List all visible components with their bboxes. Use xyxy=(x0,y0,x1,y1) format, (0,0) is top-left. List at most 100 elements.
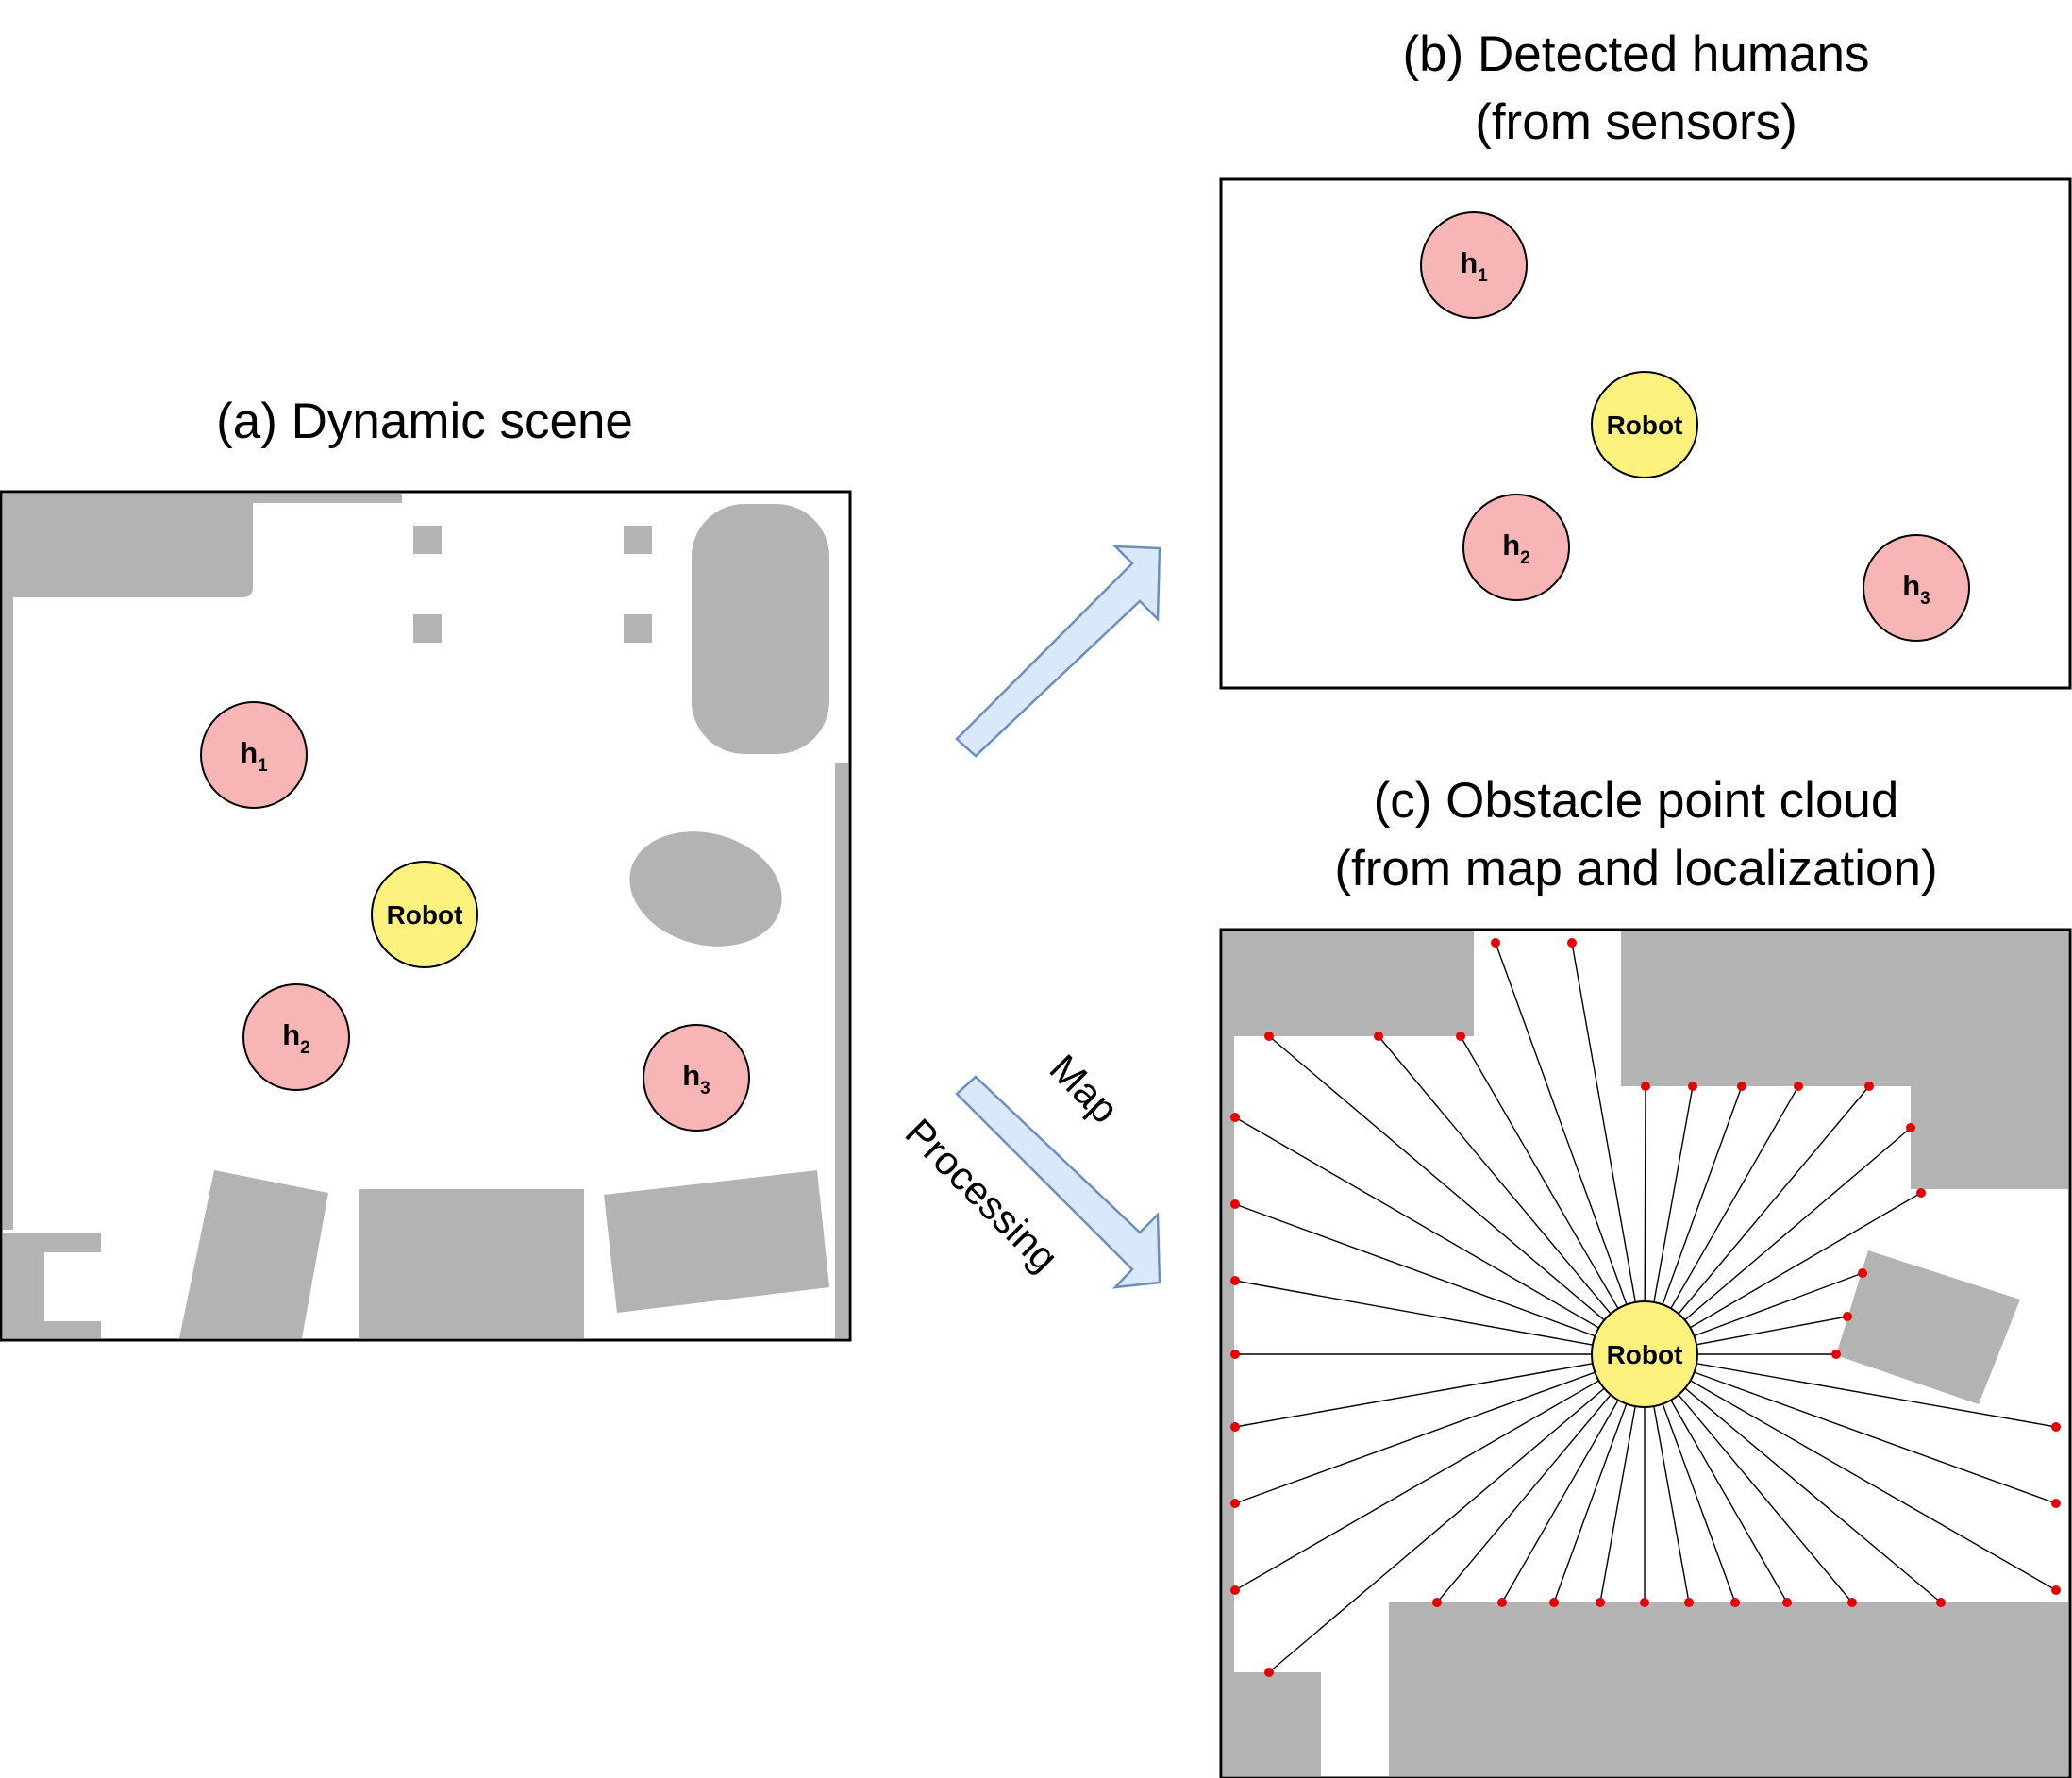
scan-ray xyxy=(1644,1353,2057,1428)
obstacle-point xyxy=(1497,1598,1507,1607)
panel-a-human-h1: h1 xyxy=(200,701,308,809)
obstacle-bottom-left-block xyxy=(1223,1672,1321,1776)
obstacle-point xyxy=(1831,1350,1841,1359)
obstacle-point xyxy=(1549,1598,1559,1607)
obstacle-point xyxy=(1264,1032,1274,1041)
obstacle-bottom-left-bracket xyxy=(3,1233,101,1338)
panel-b-title: (b) Detected humans (from sensors) xyxy=(1221,21,2051,157)
robot-circle xyxy=(371,861,478,968)
human-label: h1 xyxy=(1460,246,1488,286)
arrow-to-point-cloud: Map Processing xyxy=(897,1046,1161,1289)
panel-b-human-h2: h2 xyxy=(1462,494,1570,601)
obstacle-point xyxy=(1374,1032,1383,1041)
obstacle-point xyxy=(1843,1312,1852,1321)
scan-ray xyxy=(1234,1116,1646,1355)
obstacle-point xyxy=(2051,1499,2061,1508)
scan-ray xyxy=(1571,942,1646,1355)
obstacle-point xyxy=(1230,1499,1240,1508)
panel-c-title-line1: (c) Obstacle point cloud xyxy=(1373,773,1899,829)
obstacle-point xyxy=(1730,1598,1740,1607)
obstacle-point xyxy=(1230,1422,1240,1432)
obstacle-square-4 xyxy=(624,614,652,643)
obstacle-point xyxy=(2051,1585,2061,1595)
scan-ray xyxy=(1234,1353,1646,1591)
panel-a-human-h3: h3 xyxy=(643,1024,750,1132)
block-arrow-up-right xyxy=(955,545,1161,758)
scan-ray xyxy=(1378,1035,1646,1355)
robot-label: Robot xyxy=(387,900,463,930)
human-circle xyxy=(1863,534,1970,642)
processing-label: Processing xyxy=(897,1110,1067,1280)
obstacle-right-wall xyxy=(835,763,848,1338)
block-arrow-down-right xyxy=(955,1075,1161,1289)
obstacle-point xyxy=(1936,1598,1946,1607)
obstacle-bottom-right-region xyxy=(1389,1602,2068,1776)
scan-ray xyxy=(1644,1353,2057,1504)
scan-ray xyxy=(1268,1353,1646,1673)
scan-ray xyxy=(1644,1353,1853,1603)
obstacle-point xyxy=(1847,1598,1857,1607)
obstacle-point xyxy=(1794,1082,1803,1091)
obstacle-point xyxy=(1230,1350,1240,1359)
robot-label: Robot xyxy=(1607,1340,1683,1369)
obstacle-point xyxy=(1684,1598,1694,1607)
scan-ray xyxy=(1268,1035,1646,1355)
human-circle xyxy=(200,701,308,809)
map-label: Map xyxy=(1042,1046,1128,1132)
arrow-to-detected-humans xyxy=(955,545,1161,758)
obstacle-square-3 xyxy=(413,614,442,643)
panel-a-robot: Robot xyxy=(371,861,478,968)
human-label: h3 xyxy=(1902,569,1930,609)
obstacle-point xyxy=(1491,938,1500,948)
scan-ray xyxy=(1234,1353,1646,1428)
obstacle-ellipse xyxy=(629,831,782,947)
obstacle-point xyxy=(1916,1188,1926,1198)
obstacle-point xyxy=(1230,1113,1240,1122)
scan-ray xyxy=(1644,1127,1912,1355)
panel-c-robot: Robot xyxy=(1591,1300,1698,1408)
human-label: h2 xyxy=(282,1018,310,1058)
obstacle-point xyxy=(1688,1082,1697,1091)
obstacle-point xyxy=(1864,1082,1874,1091)
panel-b-title-line2: (from sensors) xyxy=(1475,94,1797,150)
human-label: h3 xyxy=(682,1059,710,1099)
human-label: h2 xyxy=(1502,528,1530,568)
obstacle-rounded-block xyxy=(692,504,829,754)
panel-b-detections: h1 Robot h2 h3 xyxy=(1219,177,2072,690)
obstacle-top-left-region xyxy=(1223,931,1474,1674)
scan-ray xyxy=(1644,1353,2057,1591)
scan-ray xyxy=(1234,1353,1646,1504)
scan-ray xyxy=(1495,942,1646,1355)
panel-a-human-h2: h2 xyxy=(242,983,350,1091)
obstacle-point xyxy=(1737,1082,1746,1091)
obstacle-point xyxy=(1432,1598,1442,1607)
scan-ray xyxy=(1460,1035,1646,1355)
obstacle-point xyxy=(1782,1598,1792,1607)
panel-b-robot: Robot xyxy=(1591,371,1698,478)
obstacle-point xyxy=(1264,1668,1274,1677)
robot-label: Robot xyxy=(1607,411,1683,440)
obstacle-point xyxy=(1596,1598,1605,1607)
panel-b-human-h3: h3 xyxy=(1863,534,1970,642)
panel-c-title: (c) Obstacle point cloud (from map and l… xyxy=(1221,767,2051,903)
obstacle-top-left-wall xyxy=(3,494,402,1230)
obstacle-tilted-block-2 xyxy=(604,1170,829,1313)
robot-circle xyxy=(1591,371,1698,478)
scan-ray xyxy=(1644,1353,1942,1603)
human-circle xyxy=(1462,494,1570,601)
panel-a-scene: h1 h2 h3 Robot xyxy=(0,490,852,1342)
obstacle-point xyxy=(1230,1199,1240,1209)
scan-ray xyxy=(1234,1280,1646,1355)
obstacle-square-1 xyxy=(413,526,442,554)
panel-b-human-h1: h1 xyxy=(1420,211,1528,319)
human-label: h1 xyxy=(240,736,268,776)
obstacle-point xyxy=(1230,1276,1240,1285)
panel-c-point-cloud: Robot xyxy=(1219,928,2072,1778)
obstacle-square-2 xyxy=(624,526,652,554)
obstacle-point xyxy=(1567,938,1577,948)
scan-ray xyxy=(1234,1203,1646,1355)
human-circle xyxy=(1420,211,1528,319)
obstacle-point xyxy=(1456,1032,1465,1041)
scan-ray xyxy=(1644,1085,1870,1355)
